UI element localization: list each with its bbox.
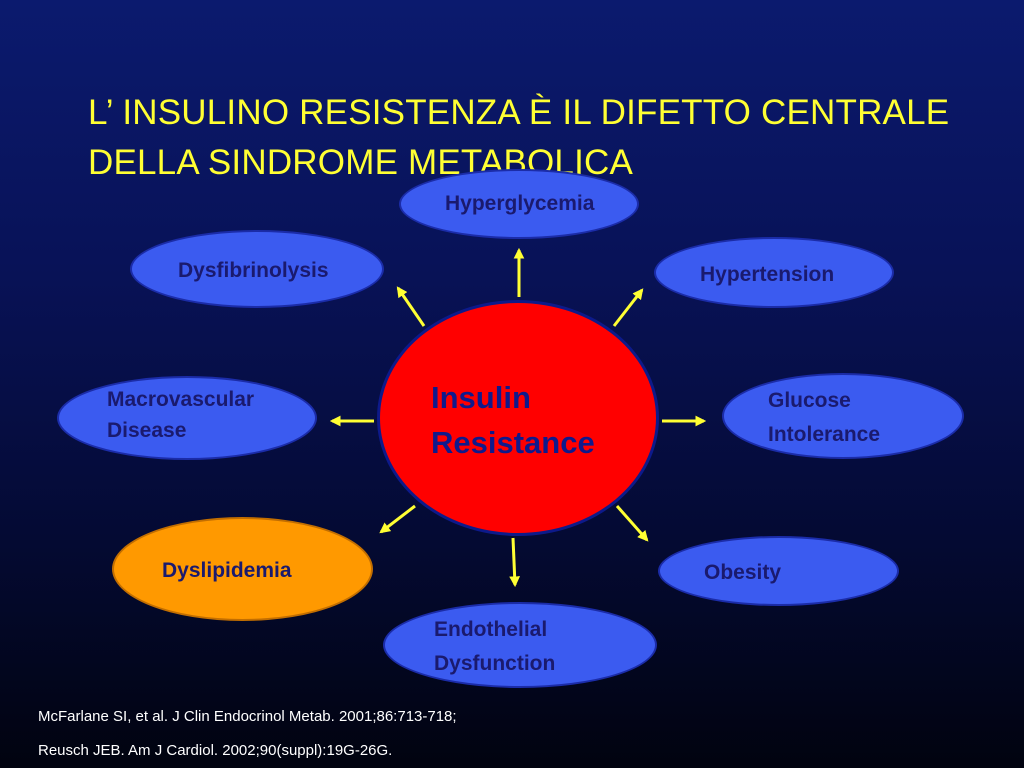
hyperglycemia-label: Hyperglycemia (445, 192, 595, 215)
dyslipidemia-label: Dyslipidemia (162, 559, 292, 582)
hyperglycemia-node: Hyperglycemia (399, 169, 639, 239)
dysfibrinolysis-node: Dysfibrinolysis (130, 230, 384, 308)
dysfibrinolysis-label: Dysfibrinolysis (178, 259, 329, 282)
hypertension-node: Hypertension (654, 237, 894, 308)
glucose-intolerance-node: Glucose Intolerance (722, 373, 964, 459)
endothelial-label-line2: Dysfunction (434, 652, 556, 675)
macrovascular-disease-node: Macrovascular Disease (57, 376, 317, 460)
insulin-resistance-label: Insulin Resistance (431, 375, 595, 465)
endothelial-dysfunction-node: Endothelial Dysfunction (383, 602, 657, 688)
obesity-node: Obesity (658, 536, 899, 606)
macrovascular-label-line1: Macrovascular (107, 388, 255, 411)
dyslipidemia-node: Dyslipidemia (112, 517, 373, 621)
arrow-to-hypertension (612, 288, 644, 327)
center-label-line1: Insulin (431, 380, 531, 415)
endothelial-label-line1: Endothelial (434, 618, 548, 641)
obesity-label: Obesity (704, 561, 782, 584)
reference-2: Reusch JEB. Am J Cardiol. 2002;90(suppl)… (38, 742, 393, 759)
arrow-to-dyslipidemia (379, 504, 416, 534)
arrow-to-endothelial (509, 537, 521, 588)
glucose-label-line2: Intolerance (768, 423, 881, 446)
arrow-to-obesity (615, 505, 649, 542)
hypertension-label: Hypertension (700, 263, 835, 286)
glucose-label-line1: Glucose (768, 389, 851, 412)
center-label-line2: Resistance (431, 425, 595, 460)
insulin-resistance-node: Insulin Resistance (377, 300, 659, 536)
arrow-to-dysfibrinolysis (396, 286, 426, 327)
reference-1: McFarlane SI, et al. J Clin Endocrinol M… (38, 708, 457, 725)
title-line-1: L’ INSULINO RESISTENZA È IL DIFETTO CENT… (88, 93, 950, 132)
macrovascular-label-line2: Disease (107, 419, 187, 442)
slide-title: L’ INSULINO RESISTENZA È IL DIFETTO CENT… (88, 88, 968, 188)
